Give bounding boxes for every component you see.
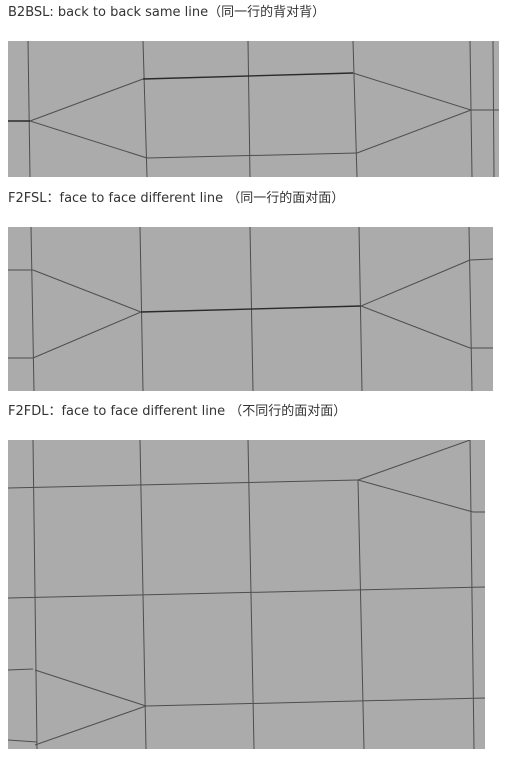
mesh-wireframe [8,440,485,749]
mesh-figure-b2bsl [8,41,499,177]
mesh-wireframe [8,227,493,391]
mesh-figure-f2fsl [8,227,493,391]
mesh-wireframe [8,41,499,177]
caption-f2fdl: F2FDL：face to face different line （不同行的面… [8,404,347,419]
mesh-figure-f2fdl [8,440,485,749]
caption-f2fsl: F2FSL：face to face different line （同一行的面… [8,191,345,206]
caption-b2bsl: B2BSL: back to back same line（同一行的背对背） [8,5,326,20]
